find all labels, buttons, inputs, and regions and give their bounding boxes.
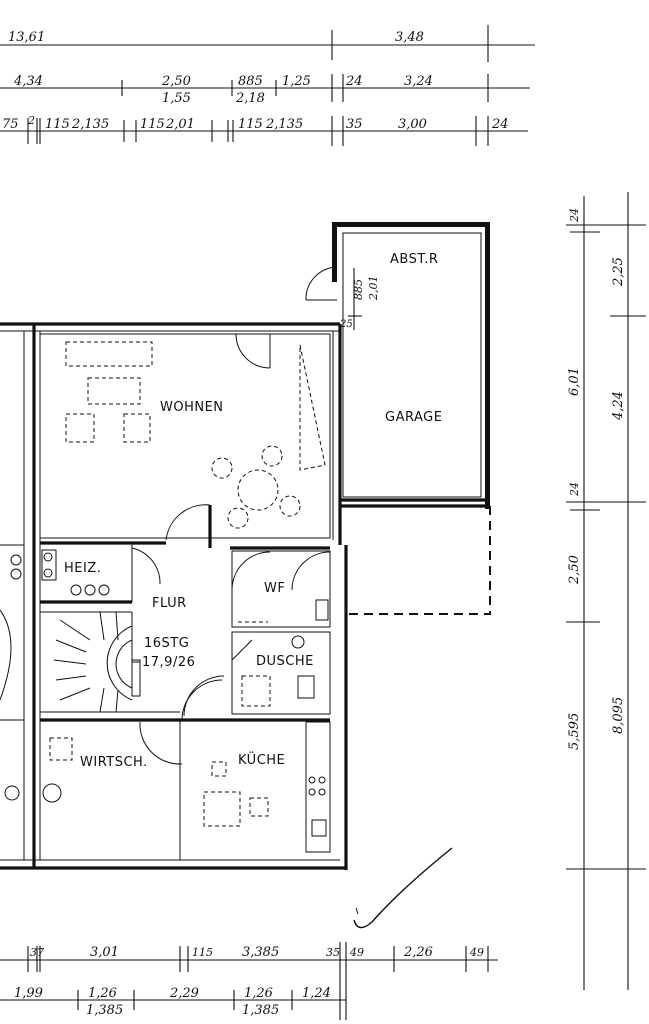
bottom-dimensions: 37 3,01 115 3,385 35 49 2,26 49 1,99 1,2… — [0, 942, 498, 1020]
dim-top-2-d: 1,25 — [282, 74, 311, 89]
dim-top-3-i: 35 — [346, 117, 363, 132]
room-label-heiz: HEIZ. — [64, 561, 101, 576]
dim-bottom-1-f: 49 — [349, 946, 364, 959]
dim-top-1-a: 13,61 — [8, 30, 45, 45]
room-label-dusche: DUSCHE — [256, 654, 314, 669]
room-label-abstr: ABST.R — [390, 252, 438, 267]
room-label-flur: FLUR — [152, 596, 187, 611]
dim-garage-c: 25 — [339, 319, 353, 330]
dim-top-3-j: 3,00 — [398, 117, 427, 132]
room-wf: WF — [231, 550, 331, 628]
house-walls — [0, 322, 348, 870]
dim-top-2-c-sub: 2,18 — [235, 91, 265, 106]
dim-bottom-1-h: 49 — [469, 946, 484, 959]
dim-right-outer-e: 5,595 — [567, 713, 582, 750]
dim-bottom-2-d-sub: 1,385 — [242, 1003, 279, 1018]
room-label-wohnen: WOHNEN — [160, 400, 224, 415]
dim-bottom-2-a: 1,99 — [14, 986, 43, 1001]
dim-right-inner-b: 4,24 — [611, 391, 626, 421]
dim-top-2-e: 24 — [345, 74, 363, 89]
dim-bottom-1-g: 2,26 — [403, 945, 433, 960]
dim-right-inner-c: 8,095 — [611, 697, 626, 734]
room-wohnen: WOHNEN — [39, 333, 331, 541]
room-dusche: DUSCHE — [231, 631, 331, 715]
room-kueche: KÜCHE — [181, 679, 331, 853]
dim-top-2-a: 4,34 — [13, 74, 43, 89]
room-wirtsch: WIRTSCH. — [40, 718, 183, 860]
room-label-wf: WF — [264, 581, 285, 596]
dim-bottom-1-c: 115 — [192, 946, 213, 959]
room-label-wirtsch: WIRTSCH. — [80, 755, 148, 770]
dim-bottom-2-e: 1,24 — [302, 986, 331, 1001]
dim-right-outer-c: 24 — [568, 482, 581, 497]
room-heiz: HEIZ. — [40, 541, 166, 604]
dim-right-outer-b: 6,01 — [567, 367, 582, 396]
top-dimensions: 13,61 3,48 4,34 2,50 1,55 885 2,18 1,25 … — [0, 25, 535, 146]
dim-bottom-1-d: 3,385 — [242, 945, 279, 960]
dim-right-outer-a: 24 — [568, 208, 581, 223]
garage: 885 2,01 25 ABST.R GARAGE — [305, 222, 490, 509]
room-label-garage: GARAGE — [385, 410, 442, 425]
door-arc-kueche — [183, 675, 225, 717]
dim-bottom-1-b: 3,01 — [90, 945, 119, 960]
stairs: 16STG 17,9/26 — [40, 611, 195, 713]
dim-garage-b: 2,01 — [367, 276, 380, 302]
dim-top-3-b: 2 — [27, 114, 35, 127]
dim-top-3-c: 115 — [45, 117, 70, 132]
dim-bottom-2-d: 1,26 — [244, 986, 273, 1001]
dim-top-3-k: 24 — [491, 117, 509, 132]
dim-bottom-1-e: 35 — [326, 946, 340, 959]
pencil-mark-icon — [353, 847, 453, 929]
dim-right-outer-d: 2,50 — [567, 555, 582, 585]
dim-top-2-f: 3,24 — [404, 74, 433, 89]
dim-top-3-a: 75 — [2, 117, 19, 132]
stairs-label-ratio: 17,9/26 — [142, 655, 195, 670]
dim-bottom-2-b-sub: 1,385 — [86, 1003, 123, 1018]
right-dimensions: 24 6,01 24 2,50 5,595 2,25 4,24 8,095 — [566, 192, 646, 990]
dim-bottom-2-b: 1,26 — [88, 986, 117, 1001]
room-flur: FLUR — [152, 505, 330, 611]
dim-top-3-g: 115 — [238, 117, 263, 132]
dim-top-2-b-sub: 1,55 — [162, 91, 191, 106]
dim-top-3-e: 115 — [140, 117, 165, 132]
dim-top-2-c: 885 — [238, 74, 263, 89]
pencil-dot-icon — [355, 907, 359, 915]
dim-garage-a: 885 — [352, 279, 365, 300]
dim-top-3-d: 2,135 — [71, 117, 109, 132]
dim-bottom-1-a: 37 — [30, 946, 44, 959]
dim-top-3-f: 2,01 — [165, 117, 195, 132]
room-label-kueche: KÜCHE — [238, 751, 285, 768]
dim-top-2-b: 2,50 — [161, 74, 191, 89]
carport-outline — [345, 506, 491, 615]
dim-bottom-2-c: 2,29 — [169, 986, 199, 1001]
dim-top-1-b: 3,48 — [395, 30, 424, 45]
stairs-label-count: 16STG — [144, 636, 189, 651]
dim-right-inner-a: 2,25 — [611, 257, 626, 287]
dim-top-3-h: 2,135 — [265, 117, 303, 132]
